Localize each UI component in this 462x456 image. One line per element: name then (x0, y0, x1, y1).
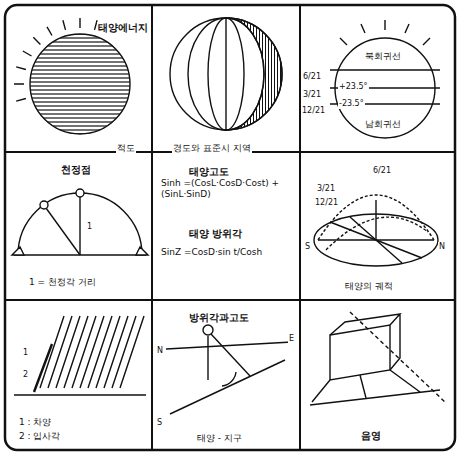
text-holder: 태양 - 지구 (196, 426, 243, 445)
panel-text: 태양 방위각 (188, 228, 243, 240)
label-holder: S (304, 234, 311, 253)
figure-label: N (156, 346, 164, 356)
text-holder: 북회귀선 (364, 44, 402, 63)
text-holder: 1 : 차양 (18, 410, 52, 429)
text-holder: 적도 (116, 136, 136, 155)
panel-text: 천정점 (60, 164, 92, 176)
text-holder: Sinh =(CosL·CosD·Cost) +(SinL·SinD) (160, 178, 290, 201)
panel-text: 태양에너지 (97, 22, 149, 34)
text-holder: 1 = 천정각 거리 (28, 270, 97, 289)
label-holder: 1 (86, 214, 93, 233)
panel-text: 1 = 천정각 거리 (28, 277, 97, 288)
panel-text: Sinh =(CosL·CosD·Cost) +(SinL·SinD) (160, 178, 290, 200)
grid-line (299, 5, 301, 450)
figure-panel: 음영 (300, 300, 448, 448)
grid-line (5, 299, 455, 301)
label-holder: +23.5° (338, 74, 369, 93)
panel-text: 방위각과고도 (188, 312, 250, 324)
text-holder: 방위각과고도 (188, 306, 250, 325)
figure-label: 6/21 (302, 72, 322, 82)
figure-label: 12/21 (301, 106, 326, 116)
figure-panel: 태양고도Sinh =(CosL·CosD·Cost) +(SinL·SinD) 태… (152, 152, 300, 300)
figure-label: -23.5° (338, 99, 365, 109)
label-holder: E (288, 326, 295, 345)
panel-text: 태양의 궤적 (344, 281, 394, 292)
panel-text: 1 : 차양 (18, 417, 52, 428)
sun-path (314, 195, 438, 266)
figure-panel: 1 : 차양 2 : 입사각 (8, 300, 152, 448)
label-holder: 12/21 (301, 98, 326, 117)
panel-text: 남회귀선 (364, 119, 402, 130)
label-holder: 3/21 (302, 82, 322, 101)
tropics-globe (330, 20, 440, 138)
panel-text: 적도 (116, 143, 136, 154)
longitude-globe (170, 18, 282, 130)
panel-text: 북회귀선 (364, 51, 402, 62)
label-holder: 6/21 (372, 158, 392, 177)
shadow-figure (310, 312, 445, 405)
panel-text: 음영 (360, 430, 382, 442)
label-holder: 1 (22, 340, 29, 359)
figure-label: N (438, 242, 446, 252)
frame (5, 5, 455, 450)
text-holder: 태양에너지 (97, 16, 149, 35)
panel-text: 태양고도 (188, 166, 230, 178)
panel-text: SinZ =CosD·sin t/Cosh (160, 247, 294, 258)
figure-label: 12/21 (314, 198, 339, 208)
panel-text: 경도와 표준시 지역 (172, 143, 252, 154)
figure-panel: 천정점 1 = 천정각 거리 (8, 152, 152, 300)
figure-panel: 태양에너지적도 (8, 8, 152, 152)
figure-label: 3/21 (316, 184, 336, 194)
azimuth-figure (166, 325, 292, 414)
label-holder: 3/21 (316, 176, 336, 195)
figure-label: S (156, 418, 163, 428)
label-holder: 2 (22, 362, 29, 381)
figure-label: 2 (22, 370, 29, 380)
text-holder: 태양의 궤적 (344, 274, 394, 293)
figure-label: 1 (86, 222, 93, 232)
figure-label: S (304, 242, 311, 252)
figure-label: E (288, 334, 295, 344)
figure-panel: 북회귀선남회귀선 (300, 8, 448, 152)
sun-globe (14, 18, 130, 134)
figure-panel: 경도와 표준시 지역 (152, 8, 300, 152)
overhang-figure (14, 316, 146, 395)
text-holder: 경도와 표준시 지역 (172, 136, 252, 155)
label-holder: N (438, 234, 446, 253)
text-holder: 음영 (360, 424, 382, 443)
text-holder: SinZ =CosD·sin t/Cosh (160, 240, 294, 259)
panel-text: 태양 - 지구 (196, 433, 243, 444)
panel-text: 2 : 입사각 (18, 431, 61, 442)
figure-label: +23.5° (338, 82, 369, 92)
text-holder: 남회귀선 (364, 112, 402, 131)
text-holder: 태양 방위각 (188, 222, 243, 241)
figure-panel: 방위각과고도태양 - 지구 (152, 300, 300, 448)
text-holder: 천정점 (60, 158, 92, 177)
label-holder: S (156, 410, 163, 429)
label-holder: -23.5° (338, 91, 365, 110)
figure-label: 1 (22, 348, 29, 358)
figure-label: 6/21 (372, 166, 392, 176)
zenith-figure (12, 189, 148, 255)
figure-label: 3/21 (302, 90, 322, 100)
text-holder: 태양고도 (188, 160, 230, 179)
label-holder: N (156, 338, 164, 357)
grid-line (151, 5, 153, 450)
label-holder: 6/21 (302, 64, 322, 83)
